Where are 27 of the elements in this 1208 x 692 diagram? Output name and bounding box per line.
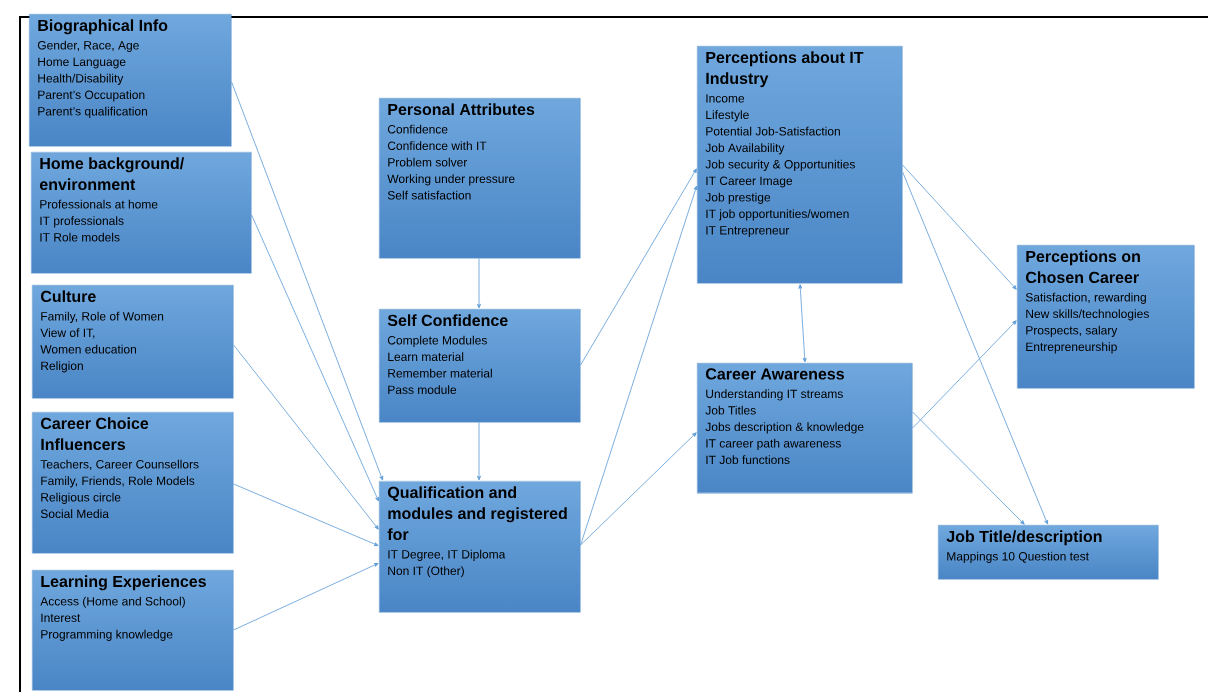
concept-box: Qualification and modules and registered for IT Degree, IT Diploma Non IT (Other) xyxy=(379,481,581,613)
concept-box: Perceptions on Chosen Career Satisfaction, rewarding New skills/technologies Prospects, salary Entrepreneurship xyxy=(1017,245,1195,389)
concept-box: Career Choice Influencers Teachers, Career Counsellors Family, Friends, Role Models Religious circle Social Media xyxy=(32,412,234,554)
arrow xyxy=(233,563,379,631)
arrow xyxy=(251,214,379,502)
concept-box: Self Confidence Complete Modules Learn material Remember material Pass module xyxy=(379,309,581,423)
arrow xyxy=(912,411,1025,525)
arrow xyxy=(902,164,1017,290)
arrow xyxy=(580,432,697,546)
concept-box: Biographical Info Gender, Race, Age Home Language Health/Disability Parent’s Occupation Parent’s qualification xyxy=(29,14,232,147)
arrow xyxy=(912,320,1017,429)
arrow xyxy=(233,344,379,530)
arrow xyxy=(477,422,481,481)
arrow xyxy=(231,81,384,481)
arrow xyxy=(580,185,698,546)
arrow xyxy=(580,168,697,366)
arrow xyxy=(477,258,481,309)
arrow xyxy=(902,171,1049,525)
concept-box: Learning Experiences Access (Home and School) Interest Programming knowledge xyxy=(32,570,234,691)
arrow xyxy=(233,483,379,546)
concept-box: Culture Family, Role of Women View of IT, Women education Religion xyxy=(32,285,234,399)
arrow xyxy=(798,284,807,363)
concept-box: Perceptions about IT Industry Income Lifestyle Potential Job-Satisfaction Job Availability Job security & Opportunities IT Career Image Job prestige IT job opportunities/women IT Entrepreneur xyxy=(697,46,903,284)
concept-box: Personal Attributes Confidence Confidence with IT Problem solver Working under pressure Self satisfaction xyxy=(379,98,581,259)
concept-box: Job Title/description Mappings 10 Question test xyxy=(938,525,1159,580)
concept-box: Home background/ environment Professionals at home IT professionals IT Role models xyxy=(31,152,252,274)
concept-box: Career Awareness Understanding IT streams Job Titles Jobs description & knowledge IT career path awareness IT Job functions xyxy=(697,363,913,494)
